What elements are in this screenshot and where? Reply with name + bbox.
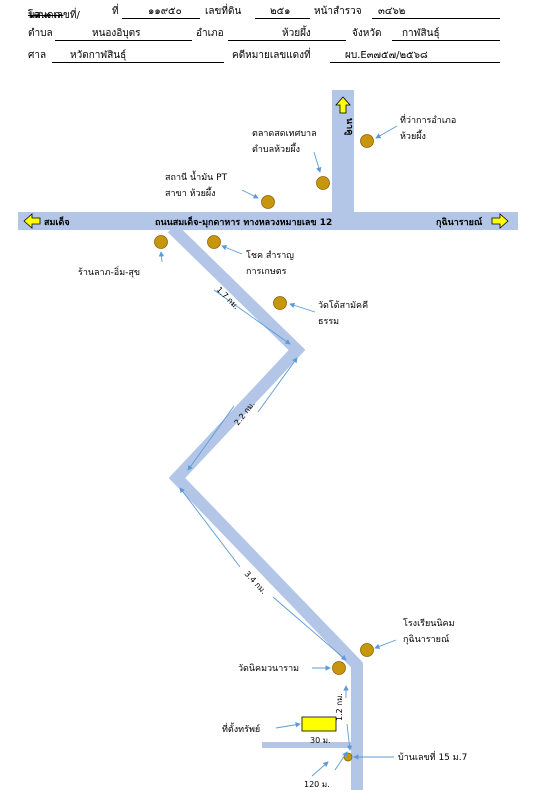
- east-direction-label: กุฉินารายณ์: [436, 216, 483, 228]
- market-marker: [316, 176, 330, 190]
- subdistrict-underline: [55, 40, 192, 41]
- gas-station-marker: [261, 195, 275, 209]
- pointer-lines: [158, 125, 398, 777]
- house-label: บ้านเลขที่ 15 ม.7: [398, 750, 467, 763]
- district-office-label-2: ห้วยผึ้ง: [400, 129, 426, 142]
- no-value: ๑๑๙๕๐: [148, 6, 182, 17]
- district-underline: [228, 40, 346, 41]
- province-label: จังหวัด: [352, 28, 382, 39]
- distance-4-label: 1.2 กม.: [335, 693, 344, 721]
- no-label: ที่: [112, 6, 119, 17]
- header-row-2: ตำบล หนองอิบุตร อำเภอ ห้วยผึ้ง จังหวัด ก…: [0, 22, 535, 42]
- chok-marker: [207, 235, 221, 249]
- survey-underline: [372, 18, 500, 19]
- gas-station-label-1: สถานี น้ำมัน PT: [165, 170, 228, 183]
- distance-6-label: 120 ม.: [304, 780, 330, 789]
- highway-12-road: [18, 212, 518, 230]
- shop-label: ร้านลาภ-อิ่ม-สุข: [78, 265, 140, 278]
- landno-value: ๒๕๑: [270, 6, 291, 17]
- side-road: [262, 742, 352, 748]
- district-office-marker: [360, 134, 374, 148]
- temple-samakkhi-marker: [273, 296, 287, 310]
- chok-label-1: โชค สำราญ: [246, 250, 294, 261]
- east-arrow-icon: [491, 213, 509, 229]
- distance-5-label: 30 ม.: [310, 736, 331, 745]
- west-arrow-icon: [23, 213, 41, 229]
- district-label: อำเภอ: [196, 28, 224, 39]
- case-label: คดีหมายเลขแดงที่: [232, 50, 311, 61]
- west-direction-label: สมเด็จ: [44, 215, 70, 228]
- subdistrict-value: หนองอิบุตร: [92, 28, 141, 39]
- subdistrict-label: ตำบล: [28, 28, 53, 39]
- no-underline: [122, 18, 200, 19]
- school-label-2: กุฉินารายณ์: [403, 633, 449, 645]
- case-value: ผบ.E๓๗๕๗/๒๕๖๘: [345, 50, 428, 61]
- survey-value: ๓๔๖๒: [378, 6, 406, 17]
- court-label: ศาล: [28, 50, 47, 61]
- temple-samakkhi-label-2: ธรรม: [318, 317, 339, 327]
- temple-nikhom-label: วัดนิคมวนาราม: [238, 663, 299, 674]
- survey-label: หน้าสำรวจ: [314, 6, 362, 17]
- north-direction-label: นาคู: [344, 118, 354, 135]
- north-arrow-icon: [335, 96, 351, 114]
- district-office-label-1: ที่ว่าการอำเภอ: [400, 113, 456, 126]
- header-row-3: ศาล หวัดกาฬสินธุ์ คดีหมายเลขแดงที่ ผบ.E๓…: [0, 44, 535, 64]
- gas-station-label-2: สาขา ห้วยผึ้ง: [165, 186, 216, 199]
- north-road: [332, 90, 354, 214]
- market-label-2: ตำบลห้วยผึ้ง: [252, 142, 300, 155]
- province-value: กาฬสินธุ์: [402, 28, 440, 39]
- court-value: หวัดกาฬสินธุ์: [70, 50, 127, 61]
- landno-underline: [255, 18, 310, 19]
- school-label-1: โรงเรียนนิคม: [403, 618, 455, 629]
- court-underline: [52, 62, 224, 63]
- shop-marker: [154, 235, 168, 249]
- landno-label: เลขที่ดิน: [205, 6, 242, 17]
- district-value: ห้วยผึ้ง: [282, 28, 311, 39]
- property-label: ที่ตั้งทรัพย์: [222, 722, 260, 735]
- market-label-1: ตลาดสดเทศบาล: [252, 129, 317, 139]
- province-underline: [392, 40, 500, 41]
- road-name-label: ถนนสมเด็จ-มุกดาหาร ทางหลวงหมายเลข 12: [155, 215, 332, 228]
- deed-type-strike: นส.๓ ก.: [28, 10, 64, 21]
- school-marker: [360, 643, 374, 657]
- property-box: [301, 716, 337, 732]
- temple-samakkhi-label-1: วัดโด้สามัคคี: [318, 300, 368, 311]
- chok-label-2: การเกษตร: [246, 267, 287, 277]
- temple-nikhom-marker: [332, 661, 346, 675]
- case-underline: [330, 62, 500, 63]
- zigzag-road: [167, 223, 363, 790]
- header-row-1: โฉนดเลขที่/นส.๓ ก. ที่ ๑๑๙๕๐ เลขที่ดิน ๒…: [28, 6, 406, 21]
